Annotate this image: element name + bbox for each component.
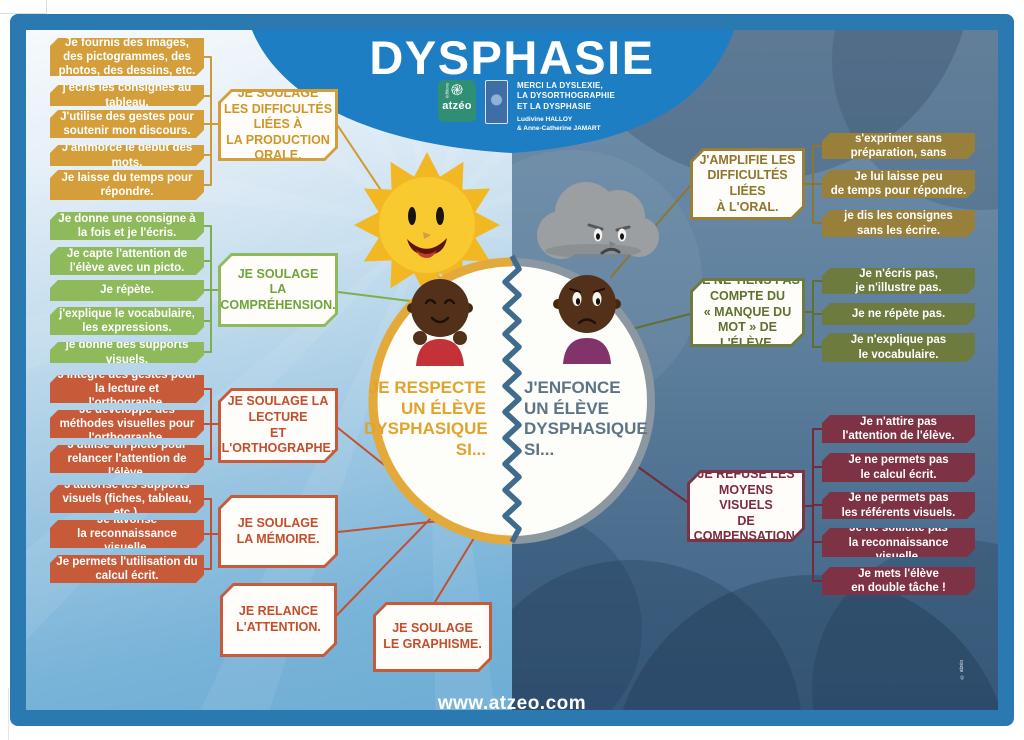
item-box: Je répète. bbox=[50, 280, 204, 301]
page-edge-line-h bbox=[0, 13, 46, 14]
hub-lecture-orthographe: JE SOULAGE LA LECTURE ET L'ORTHOGRAPHE. bbox=[218, 388, 338, 463]
hub-amplifie-oral: J'AMPLIFIE LES DIFFICULTÉS LIÉES À L'ORA… bbox=[690, 148, 805, 220]
connectors-red bbox=[203, 388, 475, 616]
hub-production-orale: JE SOULAGE LES DIFFICULTÉS LIÉES À LA PR… bbox=[218, 89, 338, 161]
page-edge-line-v bbox=[46, 0, 47, 14]
item-box: Je fournis des images, des pictogrammes,… bbox=[50, 38, 204, 76]
hub-attention: JE RELANCE L'ATTENTION. bbox=[220, 583, 337, 657]
page-edge-line-bl bbox=[8, 688, 9, 740]
zigzag-divider bbox=[502, 254, 522, 544]
atzeo-logo: ֎ atzéo éditions bbox=[438, 80, 476, 122]
item-box: Je lui laisse peu de temps pour répondre… bbox=[822, 170, 975, 198]
hub-refuse-compensation: JE REFUSE LES MOYENS VISUELS DE COMPENSA… bbox=[687, 470, 805, 542]
item-box: Je ne répète pas. bbox=[822, 303, 975, 325]
spiral-icon: ֎ bbox=[450, 82, 464, 99]
statement-respect: JE RESPECTE UN ÉLÈVE DYSPHASIQUE SI... bbox=[364, 378, 488, 460]
book-cover-thumbnail bbox=[485, 80, 508, 124]
poster: DYSPHASIE ֎ atzéo éditions MERCI LA DYSL… bbox=[26, 30, 998, 710]
hub-graphisme: JE SOULAGE LE GRAPHISME. bbox=[373, 602, 492, 672]
statement-enfonce: J'ENFONCE UN ÉLÈVE DYSPHASIQUE SI... bbox=[524, 378, 648, 460]
book-credit-authors: Ludivine HALLOY & Anne-Catherine JAMART bbox=[517, 116, 601, 132]
hub-comprehension: JE SOULAGE LA COMPRÉHENSION. bbox=[218, 253, 338, 327]
website-url: www.atzeo.com bbox=[437, 693, 587, 710]
atzeo-logo-editions: éditions bbox=[444, 82, 450, 99]
item-box: Je développe des méthodes visuelles pour… bbox=[50, 410, 204, 438]
connectors-olive bbox=[627, 280, 823, 348]
hub-memoire: JE SOULAGE LA MÉMOIRE. bbox=[218, 495, 338, 568]
item-box: j'écris les consignes au tableau. bbox=[50, 85, 204, 106]
item-box: Je favorise la reconnaissance visuelle. bbox=[50, 520, 204, 548]
item-box: J'ammorce le début des mots. bbox=[50, 145, 204, 166]
poster-title: DYSPHASIE bbox=[369, 31, 655, 84]
atzeo-logo-name: atzéo bbox=[442, 100, 472, 112]
book-credit: MERCI LA DYSLEXIE, LA DYSORTHOGRAPHIE ET… bbox=[517, 81, 615, 134]
item-box: je donne des supports visuels. bbox=[50, 342, 204, 363]
item-box: J'intègre des gestes pour la lecture et … bbox=[50, 375, 204, 403]
poster-art bbox=[203, 30, 823, 616]
copyright-note: © atzéo bbox=[959, 660, 965, 680]
item-box: Je n'écris pas, je n'illustre pas. bbox=[822, 268, 975, 294]
storm-cloud-character bbox=[537, 182, 659, 259]
item-box: Je permets l'utilisation du calcul écrit… bbox=[50, 555, 204, 583]
item-box: J'utilise des gestes pour soutenir mon d… bbox=[50, 110, 204, 138]
item-box: Je donne une consigne à la fois et je l'… bbox=[50, 212, 204, 240]
item-box: j'explique le vocabulaire, les expressio… bbox=[50, 307, 204, 335]
item-box: Je mets l'élève en double tâche ! bbox=[822, 567, 975, 595]
item-box: J'utilise un picto pour relancer l'atten… bbox=[50, 445, 204, 473]
sad-child-character bbox=[553, 275, 621, 364]
book-credit-title: MERCI LA DYSLEXIE, LA DYSORTHOGRAPHIE ET… bbox=[517, 81, 615, 111]
connectors-green bbox=[203, 225, 419, 353]
item-box: Je n'attire pas l'attention de l'élève. bbox=[822, 415, 975, 443]
item-box: Je ne sollicite pas la reconnaissance vi… bbox=[822, 528, 975, 557]
happy-child-character bbox=[407, 279, 473, 366]
item-box: Je ne permets pas le calcul écrit. bbox=[822, 453, 975, 482]
item-box: Je lui demande de s'exprimer sans prépar… bbox=[822, 133, 975, 159]
sun-character bbox=[354, 152, 500, 298]
item-box: Je n'explique pas le vocabulaire. bbox=[822, 333, 975, 362]
item-box: Je laisse du temps pour répondre. bbox=[50, 170, 204, 200]
item-box: J'autorise les supports visuels (fiches,… bbox=[50, 485, 204, 513]
hub-manque-du-mot: JE NE TIENS PAS COMPTE DU « MANQUE DU MO… bbox=[690, 278, 805, 347]
item-box: Je capte l'attention de l'élève avec un … bbox=[50, 247, 204, 275]
connectors-maroon bbox=[633, 428, 823, 582]
item-box: je dis les consignes sans les écrire. bbox=[822, 210, 975, 237]
item-box: Je ne permets pas les référents visuels. bbox=[822, 492, 975, 519]
